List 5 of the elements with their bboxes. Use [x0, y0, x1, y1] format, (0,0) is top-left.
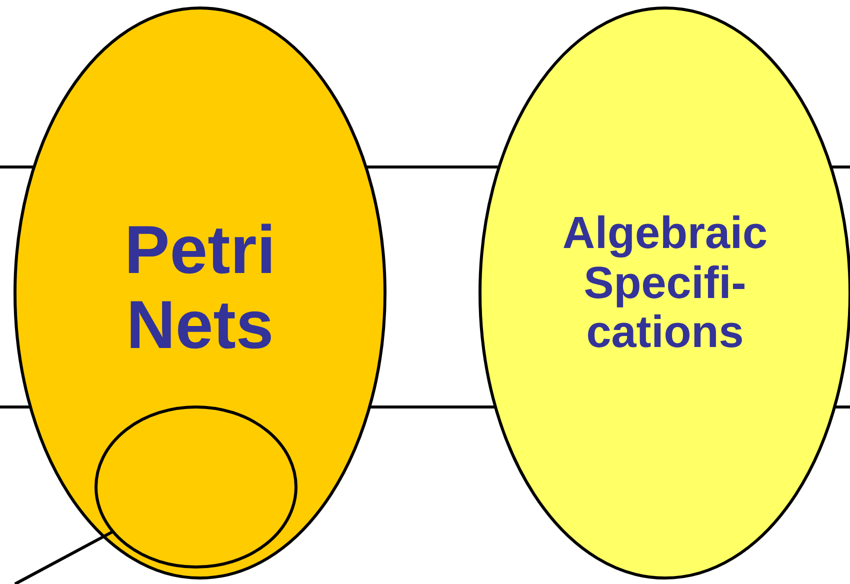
circle-node	[96, 407, 296, 567]
leader-line	[14, 530, 114, 584]
ellipse-node	[15, 8, 385, 578]
node-label: Algebraic Specifi- cations	[561, 208, 769, 356]
node-label: Petri Nets	[123, 213, 277, 363]
